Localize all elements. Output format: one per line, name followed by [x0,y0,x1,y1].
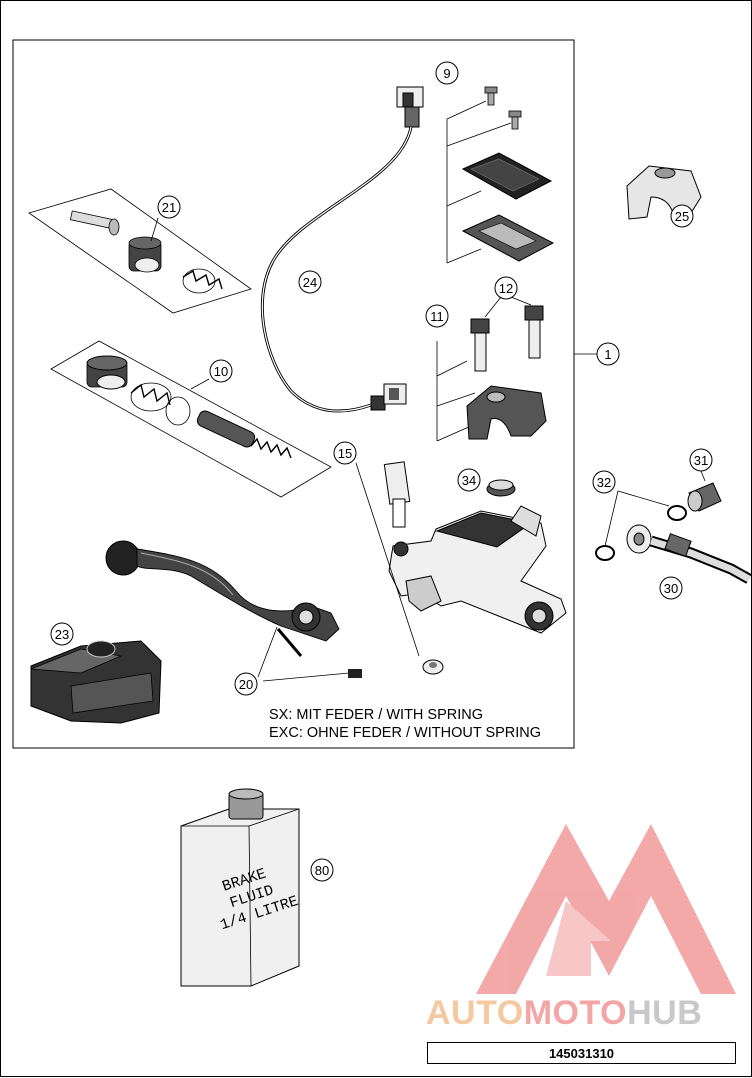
svg-text:15: 15 [338,446,352,461]
callout-23: 23 [50,622,74,646]
callout-10: 10 [209,359,233,383]
callout-30: 30 [659,576,683,600]
svg-text:10: 10 [214,364,228,379]
svg-text:20: 20 [239,677,253,692]
switch-cable-24 [260,86,424,413]
callout-20: 20 [234,672,258,696]
callout-12: 12 [494,276,518,300]
spring-note-exc: EXC: OHNE FEDER / WITHOUT SPRING [269,725,542,741]
svg-text:21: 21 [162,200,176,215]
svg-text:12: 12 [499,281,513,296]
svg-text:25: 25 [675,209,689,224]
callout-25: 25 [670,204,694,228]
catalog-number: 145031310 [427,1042,736,1064]
svg-text:31: 31 [694,453,708,468]
callout-34: 34 [457,468,481,492]
lever-cover-23 [30,640,162,724]
callout-32: 32 [592,470,616,494]
callout-21: 21 [157,195,181,219]
callout-24: 24 [298,270,322,294]
callout-9: 9 [435,61,459,85]
svg-text:80: 80 [315,863,329,878]
svg-text:34: 34 [462,473,476,488]
master-cylinder-body [355,461,567,675]
brake-fluid-bottle-80 [180,788,300,987]
clutch-lever-20 [105,540,362,682]
piston-kit-10 [50,340,332,498]
svg-text:24: 24 [303,275,317,290]
watermark-text: AUTOMOTOHUB [426,994,746,1033]
watermark-logo [476,824,736,994]
watermark-moto: MOTO [523,994,628,1032]
svg-text:9: 9 [443,66,450,81]
svg-text:1: 1 [604,347,611,362]
svg-text:11: 11 [430,309,444,324]
spring-note-sx: SX: MIT FEDER / WITH SPRING [269,707,484,723]
plug-34 [486,479,516,497]
piston-kit-21 [28,188,252,314]
callout-80: 80 [310,858,334,882]
reservoir-cap-9 [446,86,555,264]
callout-11: 11 [425,304,449,328]
svg-text:23: 23 [55,627,69,642]
watermark-auto: AUTO [426,994,524,1032]
svg-text:30: 30 [664,581,678,596]
callout-15: 15 [333,441,357,465]
clamp-bolts-11-12 [436,296,547,442]
callout-31: 31 [689,448,713,472]
banjo-hose-30-31-32 [595,470,752,584]
callout-1: 1 [596,342,620,366]
svg-text:32: 32 [597,475,611,490]
watermark-hub: HUB [627,994,703,1032]
assembly-frame [12,39,575,749]
